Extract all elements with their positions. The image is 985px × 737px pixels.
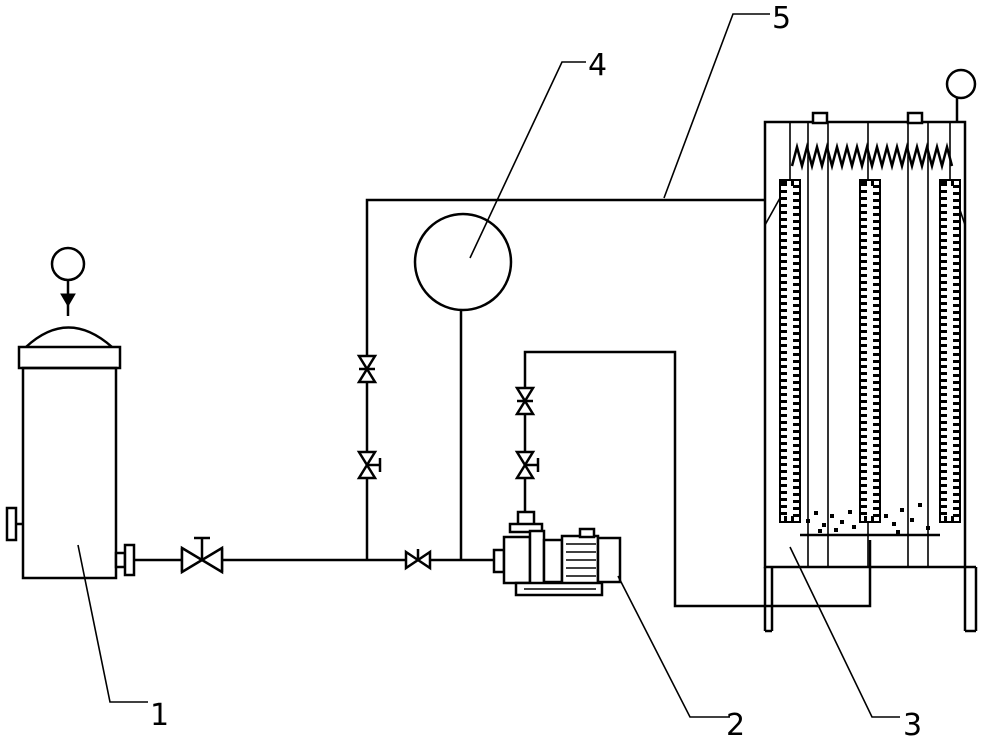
- bypass-valve-lower-icon: [356, 450, 382, 480]
- label-4: 4: [588, 48, 607, 83]
- bypass-valve-upper-icon: [356, 354, 378, 384]
- tank-body: [21, 366, 118, 580]
- gate-valve-icon: [180, 536, 224, 575]
- pump-outlet-flange: [508, 522, 544, 534]
- top-nozzle-1: [811, 111, 829, 125]
- tower-body: [763, 120, 967, 569]
- tank-flange: [17, 345, 122, 370]
- air-bubbles: [806, 503, 930, 534]
- label-5: 5: [772, 1, 791, 36]
- bypass-line: [365, 198, 765, 560]
- leader-1: [77, 544, 148, 703]
- outlet-stub: [114, 551, 127, 569]
- motor-fan-cover: [596, 536, 622, 584]
- label-1: 1: [150, 698, 169, 733]
- leader-5: [663, 13, 770, 199]
- leader-2: [617, 575, 730, 718]
- inlet-valve-icon: [404, 549, 432, 571]
- electrode-column-left: [779, 179, 801, 523]
- pump-inlet-flange: [492, 548, 506, 574]
- pump-motor-icon: [492, 510, 622, 597]
- leader-4: [469, 61, 586, 259]
- filter-tank: [5, 246, 136, 580]
- electrode-column-right: [939, 179, 961, 523]
- discharge-valve-upper-icon: [514, 386, 536, 416]
- tower-pressure-gauge-icon: [945, 68, 977, 100]
- spring-coil: [790, 142, 954, 171]
- discharge-valve-lower-icon: [514, 450, 540, 480]
- side-port-flange: [5, 506, 18, 542]
- pressure-gauge-icon: [50, 246, 86, 282]
- reaction-tower: [763, 68, 978, 633]
- gauge-valve-icon: [60, 293, 76, 307]
- leader-3: [789, 546, 900, 718]
- top-nozzle-2: [906, 111, 924, 125]
- buffer-vessel-body: [413, 212, 513, 312]
- tank-dome: [25, 326, 113, 348]
- label-2: 2: [726, 708, 745, 737]
- leader-lines: [77, 13, 900, 718]
- label-3: 3: [903, 708, 922, 737]
- discharge-line: [523, 350, 872, 608]
- outlet-flange: [123, 543, 136, 577]
- electrode-column-center: [859, 179, 881, 523]
- buffer-vessel: [413, 212, 513, 560]
